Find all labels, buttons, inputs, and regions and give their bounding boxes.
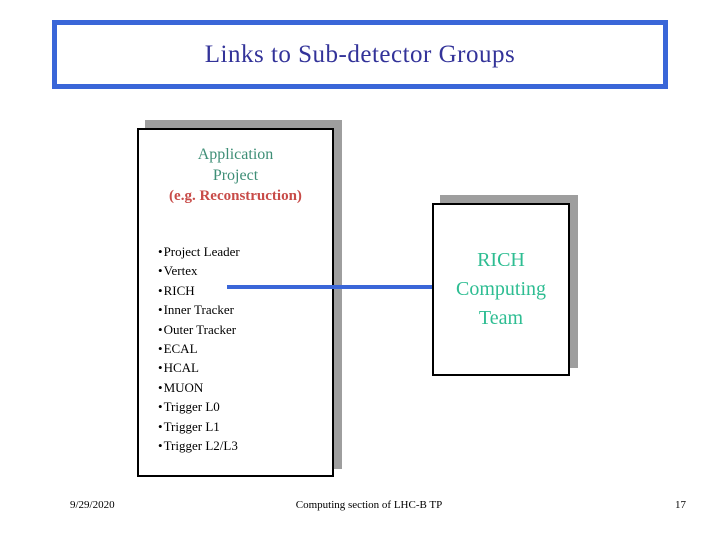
bullet-icon: • [158,302,163,318]
list-item-label: Inner Tracker [163,302,234,318]
list-item: •ECAL [158,339,240,358]
slide-title: Links to Sub-detector Groups [204,40,516,68]
list-item-label: Trigger L1 [163,418,220,434]
bullet-icon: • [158,282,163,298]
rich-computing-team-box: RICH Computing Team [432,203,570,376]
footer-date: 9/29/2020 [70,499,115,511]
bullet-icon: • [158,438,163,454]
bullet-icon: • [158,379,163,395]
list-item: •Vertex [158,261,240,280]
list-item-label: MUON [163,379,204,395]
list-item-label: Vertex [163,263,198,279]
bullet-icon: • [158,341,163,357]
list-item: •Inner Tracker [158,300,240,319]
list-item: •Outer Tracker [158,320,240,339]
list-item-label: Project Leader [163,244,240,259]
rich-connector-line [227,285,432,289]
list-item-label: RICH [163,282,195,298]
list-item: •Project Leader [158,242,240,261]
application-box-subheading: (e.g. Reconstruction) [169,188,302,204]
list-item: •Trigger L0 [158,397,240,416]
application-project-box: Application Project (e.g. Reconstruction… [137,128,334,477]
footer-page-number: 17 [675,499,686,511]
bullet-icon: • [158,360,163,376]
list-item-label: Trigger L2/L3 [163,438,238,454]
footer-section-label: Computing section of LHC-B TP [295,499,443,511]
title-box: Links to Sub-detector Groups [52,20,668,89]
list-item: •Trigger L1 [158,417,240,436]
list-item: •Trigger L2/L3 [158,436,240,455]
list-item-label: Outer Tracker [163,321,237,337]
bullet-icon: • [158,244,163,259]
list-item: •HCAL [158,358,240,377]
list-item-label: Trigger L0 [163,399,220,415]
list-item: •RICH [158,281,240,300]
list-item: •MUON [158,378,240,397]
bullet-icon: • [158,321,163,337]
application-box-heading: Application Project [197,146,274,184]
rich-box-label: RICH Computing Team [455,249,546,329]
bullet-icon: • [158,418,163,434]
list-item-label: HCAL [163,360,199,376]
list-item-label: ECAL [163,341,198,357]
bullet-icon: • [158,263,163,279]
bullet-icon: • [158,399,163,415]
sub-detector-list: •Project Leader•Vertex•RICH•Inner Tracke… [158,242,240,455]
